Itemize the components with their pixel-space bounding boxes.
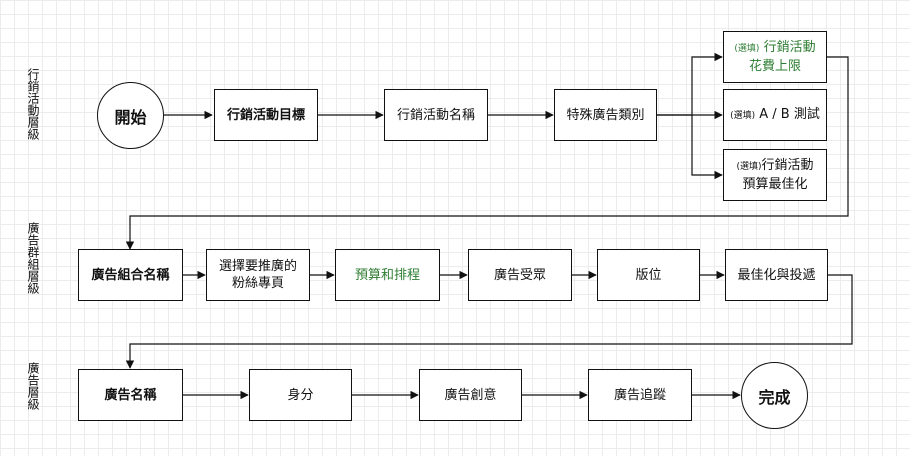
node-ad-name: 廣告名稱 [78, 369, 183, 421]
node-optional-budget-optimization: (選填)行銷活動 預算最佳化 [723, 149, 827, 201]
node-special-ad-category: 特殊廣告類別 [554, 89, 657, 141]
cbo-text: 行銷活動 [761, 158, 814, 173]
node-campaign-objective: 行銷活動目標 [214, 89, 318, 141]
choose-page-line2: 粉絲專頁 [231, 276, 284, 291]
start-node: 開始 [97, 82, 164, 149]
spend-limit-text: 行銷活動 [759, 40, 816, 55]
node-audience: 廣告受眾 [468, 249, 572, 301]
arrow-category-branch [657, 52, 723, 116]
done-node: 完成 [741, 362, 808, 429]
ab-test-text: A / B 測試 [755, 106, 820, 122]
optional-tag: (選填) [734, 44, 760, 54]
node-campaign-name: 行銷活動名稱 [384, 89, 488, 141]
cbo-line2: 預算最佳化 [742, 177, 808, 192]
spend-limit-line2: 花費上限 [748, 59, 801, 74]
node-optional-spend-limit: (選填) 行銷活動 花費上限 [723, 31, 827, 83]
node-identity: 身分 [249, 369, 352, 421]
node-choose-page: 選擇要推廣的 粉絲專頁 [206, 249, 310, 301]
arrow-category-cbo [691, 115, 723, 180]
node-ad-creative: 廣告創意 [419, 369, 522, 421]
node-optional-ab-test: (選填) A / B 測試 [723, 89, 827, 141]
node-placement: 版位 [597, 249, 700, 301]
node-optimization-delivery: 最佳化與投遞 [725, 249, 828, 301]
node-adset-name: 廣告組合名稱 [78, 249, 183, 301]
node-ad-tracking: 廣告追蹤 [588, 369, 692, 421]
node-budget-schedule: 預算和排程 [335, 249, 440, 301]
arrow-wrap-row2-row3 [125, 274, 853, 369]
level-label-adset: 廣告群組層級 [26, 222, 40, 294]
level-label-campaign: 行銷活動層級 [26, 68, 40, 140]
arrow-wrap-row1-row2 [125, 56, 849, 250]
optional-tag: (選填) [730, 110, 756, 121]
optional-tag: (選填) [736, 162, 762, 172]
choose-page-line1: 選擇要推廣的 [218, 259, 297, 274]
level-label-ad: 廣告層級 [26, 362, 40, 410]
